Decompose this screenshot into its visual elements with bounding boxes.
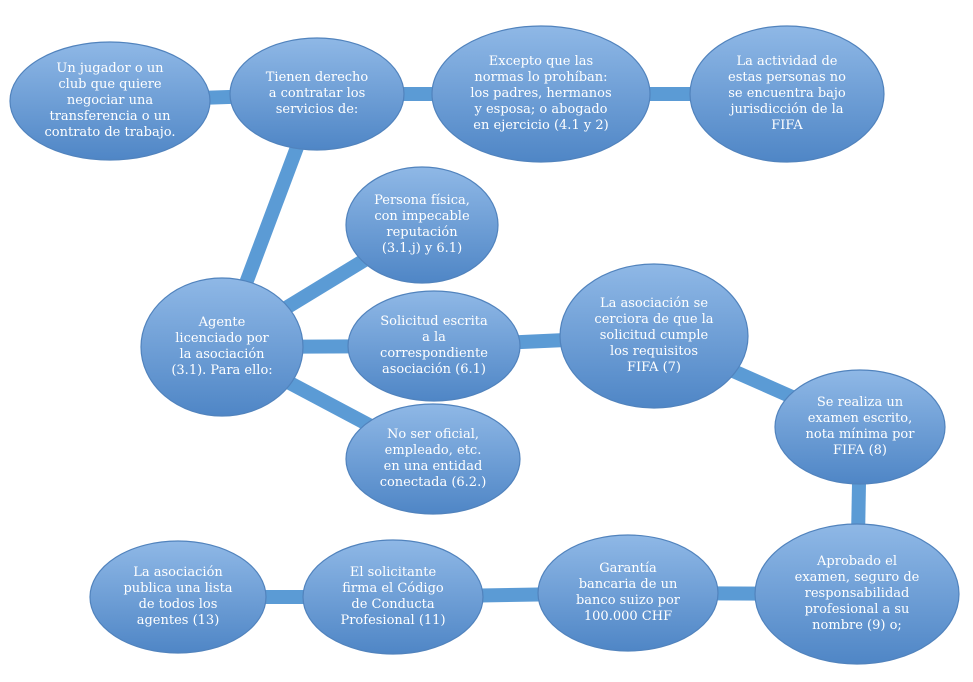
node-n4-label: La actividad de estas personas no se enc… <box>728 54 846 133</box>
node-n9-ellipse <box>345 403 521 515</box>
node-n2-ellipse <box>229 37 405 151</box>
node-n11-label: Aprobado el examen, seguro de responsabi… <box>794 554 920 633</box>
node-n2-label: Tienen derecho a contratar los servicios… <box>265 70 369 117</box>
node-n6-label: Agente licenciado por la asociación (3.1… <box>171 315 273 378</box>
node-n11-ellipse <box>754 523 960 665</box>
nodes <box>9 25 960 665</box>
node-n12-label: Garantía bancaria de un banco suizo por … <box>575 561 681 624</box>
node-n14-label: La asociación publica una lista de todos… <box>123 565 233 628</box>
node-n4-ellipse <box>689 25 885 163</box>
node-n1-label: Un jugador o un club que quiere negociar… <box>44 61 176 140</box>
node-n3-ellipse <box>431 25 651 163</box>
node-n6-ellipse <box>140 277 304 417</box>
node-n5-ellipse <box>345 166 499 284</box>
node-n10-label: Se realiza un examen escrito, nota mínim… <box>805 395 915 458</box>
node-n9-label: No ser oficial, empleado, etc. en una en… <box>379 427 487 490</box>
node-n7-ellipse <box>347 290 521 402</box>
node-n1-ellipse <box>9 41 211 161</box>
node-n13-ellipse <box>302 539 484 655</box>
node-n12-ellipse <box>537 534 719 652</box>
node-n14-ellipse <box>89 540 267 654</box>
node-n13-label: El solicitante firma el Código de Conduc… <box>340 565 446 628</box>
node-n8-label: La asociación se cerciora de que la soli… <box>594 296 714 375</box>
node-n8-ellipse <box>559 263 749 409</box>
node-n10-ellipse <box>774 369 946 485</box>
node-n7-label: Solicitud escrita a la correspondiente a… <box>380 314 488 377</box>
node-n3-label: Excepto que las normas lo prohíban: los … <box>470 54 612 133</box>
node-n5-label: Persona física, con impecable reputación… <box>374 193 470 256</box>
